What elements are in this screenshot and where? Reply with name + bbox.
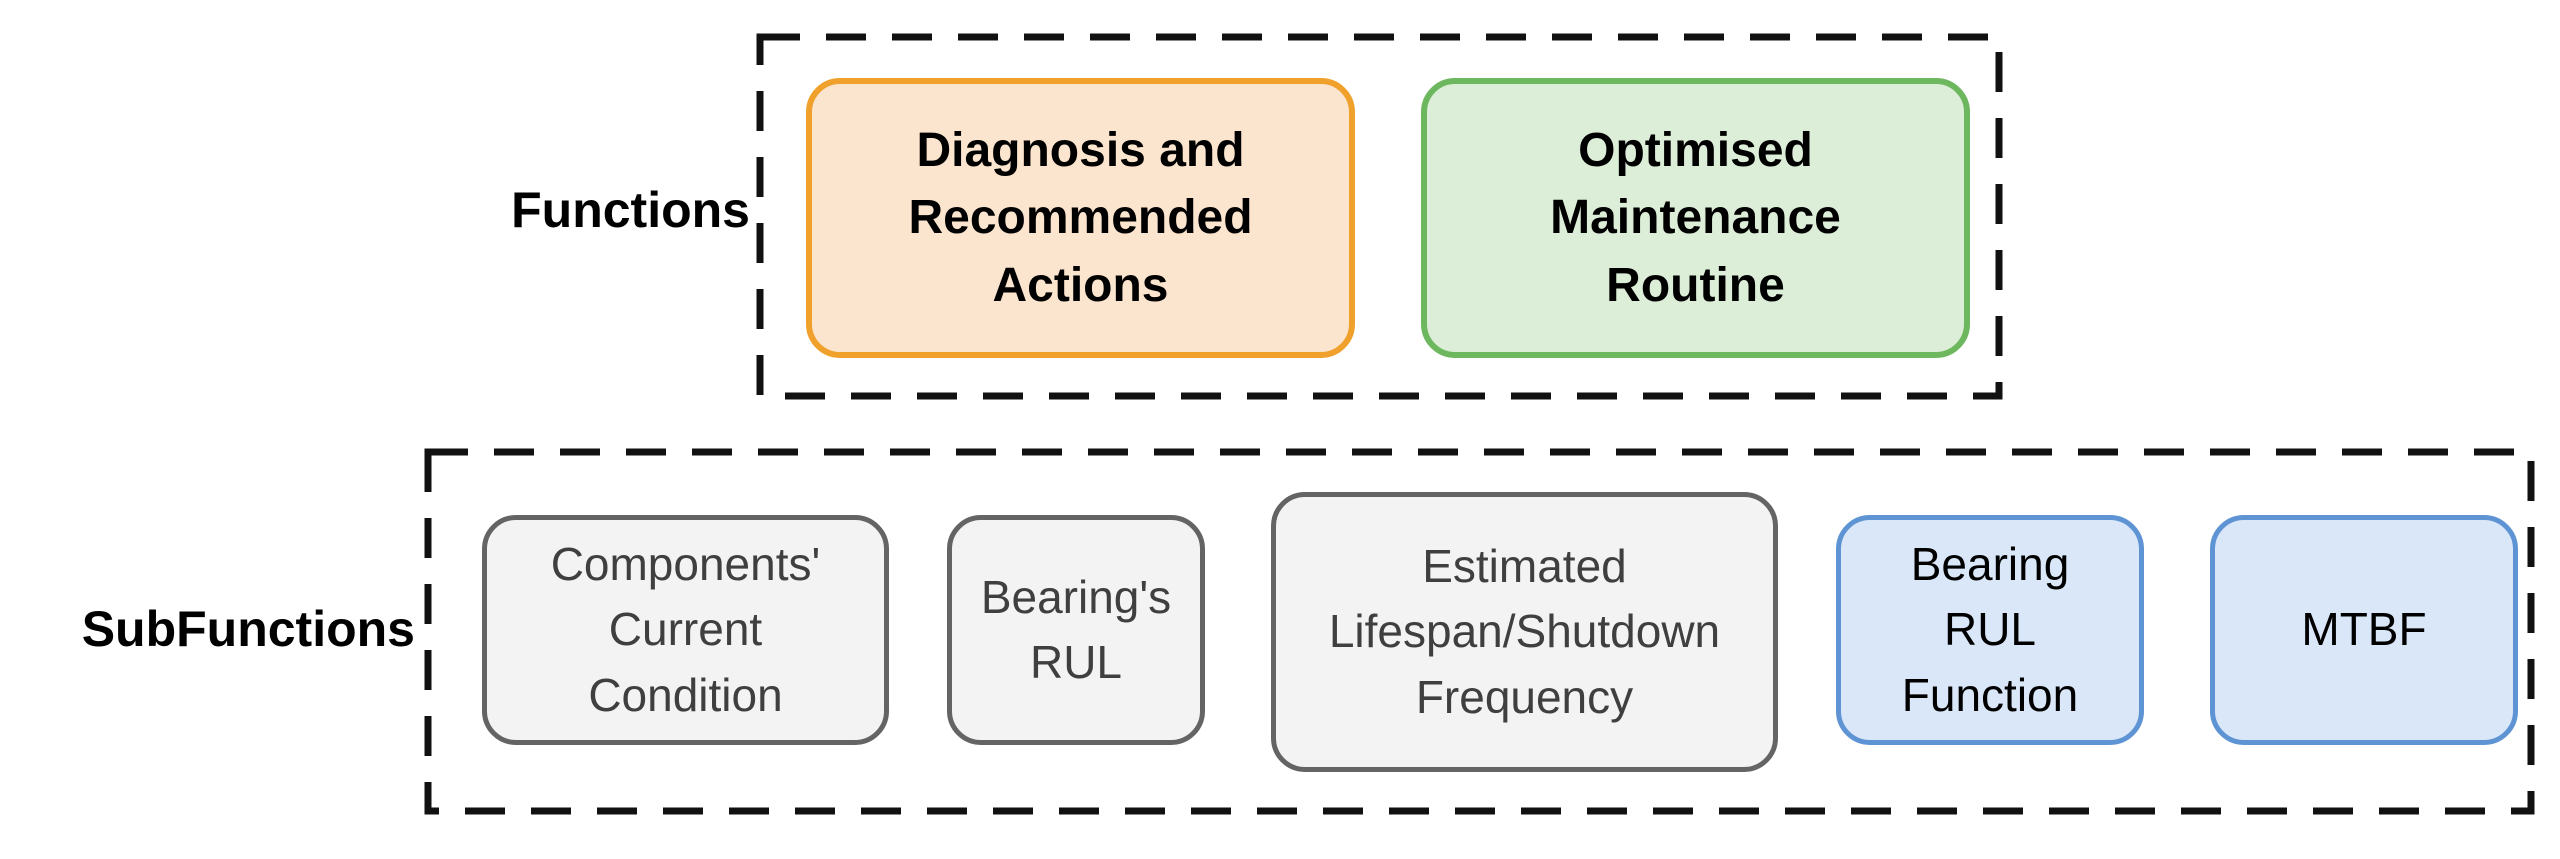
subfunction-box-bearing-rul-function: Bearing RUL Function <box>1836 515 2144 745</box>
function-box-diagnosis-recommended-actions: Diagnosis and Recommended Actions <box>806 78 1355 358</box>
function-box-optimised-maintenance-routine: Optimised Maintenance Routine <box>1421 78 1970 358</box>
subfunction-box-bearings-rul: Bearing's RUL <box>947 515 1205 745</box>
subfunction-box-mtbf: MTBF <box>2210 515 2518 745</box>
subfunction-box-components-current-condition: Components' Current Condition <box>482 515 889 745</box>
functions-row-label: Functions <box>511 182 750 238</box>
functions-group-dashed-border <box>756 33 2003 400</box>
subfunctions-group-dashed-border <box>424 448 2535 815</box>
subfunction-box-estimated-lifespan-shutdown-frequency: Estimated Lifespan/Shutdown Frequency <box>1271 492 1778 772</box>
subfunctions-row-label: SubFunctions <box>81 601 415 657</box>
